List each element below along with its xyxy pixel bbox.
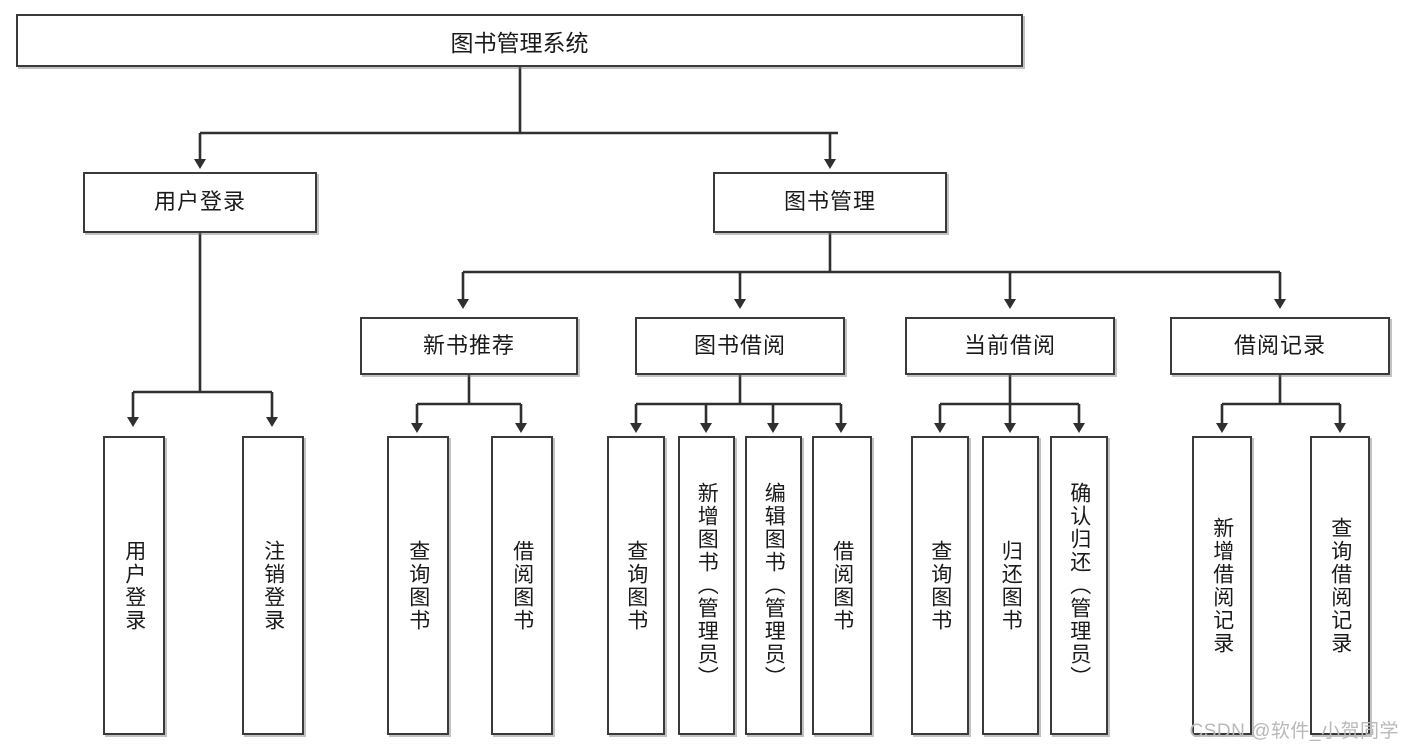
leaf-borrow-borrow-book-label: 借阅图书	[830, 539, 854, 632]
leaf-record-query[interactable]: 查询借阅记录	[1310, 436, 1370, 735]
leaf-user-login[interactable]: 用户登录	[103, 436, 165, 735]
leaf-borrow-edit-book[interactable]: 编辑图书（管理员）	[745, 436, 802, 735]
leaf-newbook-query-book[interactable]: 查询图书	[387, 436, 449, 735]
leaf-borrow-query-book[interactable]: 查询图书	[607, 436, 665, 735]
node-book-borrow[interactable]: 图书借阅	[635, 317, 845, 375]
leaf-current-return-book[interactable]: 归还图书	[982, 436, 1039, 735]
leaf-logout-label: 注销登录	[261, 539, 285, 632]
leaf-newbook-borrow-book[interactable]: 借阅图书	[491, 436, 553, 735]
node-new-book-recommend-label: 新书推荐	[422, 332, 515, 358]
csdn-watermark: CSDN @软件_小贺同学	[1189, 721, 1399, 742]
leaf-borrow-add-book-label: 新增图书（管理员）	[695, 482, 719, 689]
leaf-current-confirm-return[interactable]: 确认归还（管理员）	[1050, 436, 1108, 735]
node-root-label: 图书管理系统	[450, 29, 589, 56]
node-book-borrow-label: 图书借阅	[693, 332, 786, 358]
leaf-current-query-book[interactable]: 查询图书	[911, 436, 969, 735]
leaf-logout[interactable]: 注销登录	[242, 436, 304, 735]
leaf-current-return-book-label: 归还图书	[999, 539, 1023, 632]
node-user-login[interactable]: 用户登录	[83, 172, 317, 233]
leaf-borrow-borrow-book[interactable]: 借阅图书	[812, 436, 872, 735]
node-current-borrow-label: 当前借阅	[963, 332, 1056, 358]
leaf-record-add-label: 新增借阅记录	[1210, 516, 1234, 655]
leaf-record-add[interactable]: 新增借阅记录	[1192, 436, 1252, 735]
leaf-borrow-query-book-label: 查询图书	[624, 539, 648, 632]
node-new-book-recommend[interactable]: 新书推荐	[360, 317, 578, 375]
leaf-user-login-label: 用户登录	[122, 539, 146, 632]
node-book-management-label: 图书管理	[783, 189, 876, 215]
leaf-newbook-borrow-book-label: 借阅图书	[510, 539, 534, 632]
leaf-borrow-add-book[interactable]: 新增图书（管理员）	[678, 436, 735, 735]
node-book-management[interactable]: 图书管理	[713, 172, 947, 233]
leaf-borrow-edit-book-label: 编辑图书（管理员）	[762, 482, 786, 689]
node-root[interactable]: 图书管理系统	[16, 14, 1023, 67]
node-borrow-record[interactable]: 借阅记录	[1170, 317, 1390, 375]
node-borrow-record-label: 借阅记录	[1233, 332, 1326, 358]
leaf-record-query-label: 查询借阅记录	[1328, 516, 1352, 655]
leaf-current-query-book-label: 查询图书	[928, 539, 952, 632]
leaf-current-confirm-return-label: 确认归还（管理员）	[1067, 482, 1091, 689]
leaf-newbook-query-book-label: 查询图书	[406, 539, 430, 632]
node-user-login-label: 用户登录	[153, 189, 246, 215]
node-current-borrow[interactable]: 当前借阅	[905, 317, 1115, 375]
